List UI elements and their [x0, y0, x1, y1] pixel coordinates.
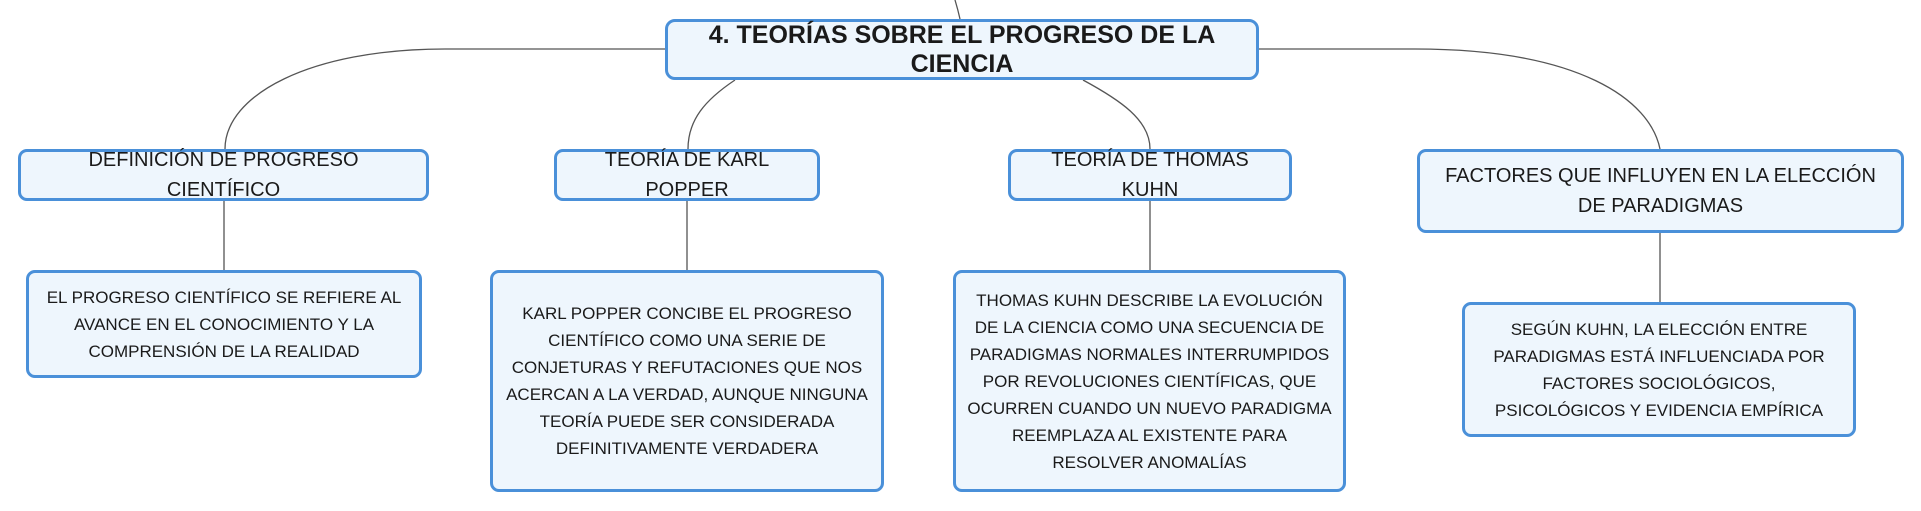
- topic-node-popper[interactable]: TEORÍA DE KARL POPPER: [554, 149, 820, 201]
- topic-node-label: TEORÍA DE KARL POPPER: [604, 149, 770, 201]
- connector-root-to-topic-2: [687, 79, 736, 150]
- topic-node-kuhn[interactable]: TEORÍA DE THOMAS KUHN: [1008, 149, 1292, 201]
- root-node[interactable]: 4. TEORÍAS SOBRE EL PROGRESO DE LA CIENC…: [665, 19, 1259, 80]
- detail-node-text: THOMAS KUHN DESCRIBE LA EVOLUCIÓN DE LA …: [967, 290, 1332, 472]
- detail-node-kuhn[interactable]: THOMAS KUHN DESCRIBE LA EVOLUCIÓN DE LA …: [953, 270, 1346, 492]
- topic-node-label: TEORÍA DE THOMAS KUHN: [1051, 149, 1249, 201]
- detail-node-text: EL PROGRESO CIENTÍFICO SE REFIERE AL AVA…: [46, 287, 402, 361]
- detail-node-factores[interactable]: SEGÚN KUHN, LA ELECCIÓN ENTRE PARADIGMAS…: [1462, 302, 1856, 437]
- connector-root-to-topic-1: [224, 48, 665, 150]
- topic-node-factores[interactable]: FACTORES QUE INFLUYEN EN LA ELECCIÓN DE …: [1417, 149, 1904, 233]
- detail-node-popper[interactable]: KARL POPPER CONCIBE EL PROGRESO CIENTÍFI…: [490, 270, 884, 492]
- detail-node-definicion[interactable]: EL PROGRESO CIENTÍFICO SE REFIERE AL AVA…: [26, 270, 422, 378]
- detail-node-text: KARL POPPER CONCIBE EL PROGRESO CIENTÍFI…: [506, 304, 868, 458]
- topic-node-label: DEFINICIÓN DE PROGRESO CIENTÍFICO: [88, 149, 359, 201]
- connector-root-to-topic-4: [1259, 48, 1661, 150]
- connector-root-to-topic-3: [1082, 79, 1151, 150]
- root-node-label: 4. TEORÍAS SOBRE EL PROGRESO DE LA CIENC…: [708, 20, 1216, 78]
- connector-parent-to-root: [954, 0, 961, 20]
- topic-node-label: FACTORES QUE INFLUYEN EN LA ELECCIÓN DE …: [1445, 165, 1876, 217]
- topic-node-definicion[interactable]: DEFINICIÓN DE PROGRESO CIENTÍFICO: [18, 149, 429, 201]
- detail-node-text: SEGÚN KUHN, LA ELECCIÓN ENTRE PARADIGMAS…: [1493, 319, 1825, 420]
